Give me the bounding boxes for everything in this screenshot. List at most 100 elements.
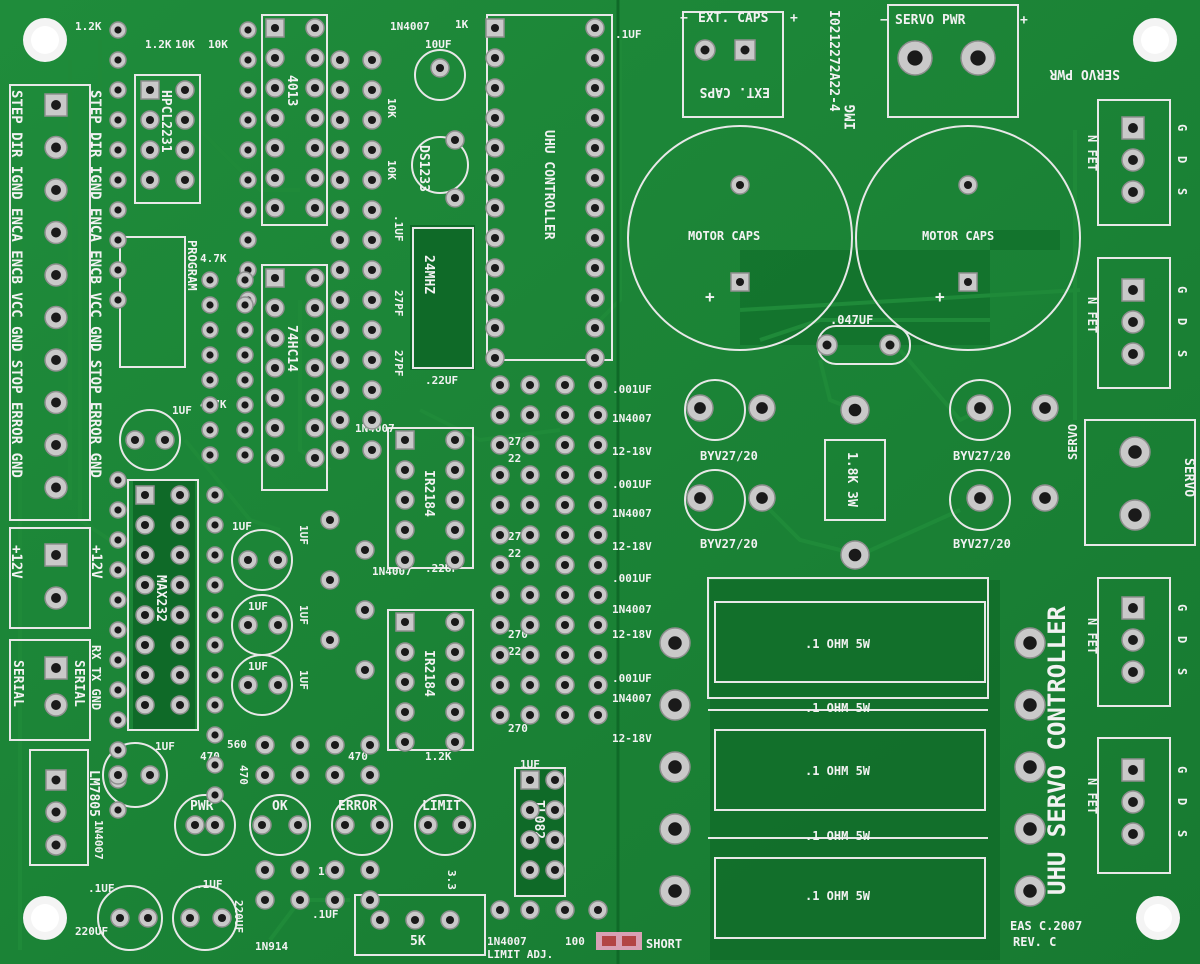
svg-text:3.3: 3.3 — [445, 870, 458, 890]
pad-hole — [206, 326, 214, 334]
svg-text:27PF: 27PF — [392, 350, 405, 377]
svg-text:22: 22 — [508, 547, 521, 560]
pad-hole — [490, 203, 500, 213]
pad-hole — [550, 835, 560, 845]
svg-text:4.7K: 4.7K — [200, 252, 227, 265]
pad-hole — [244, 146, 252, 154]
svg-text:HPCL2231: HPCL2231 — [158, 90, 173, 153]
svg-text:DS1233: DS1233 — [416, 145, 431, 192]
pad-hole — [490, 233, 500, 243]
svg-text:BYV27/20: BYV27/20 — [700, 449, 758, 463]
pad-hole — [113, 770, 123, 780]
svg-text:.001UF: .001UF — [612, 572, 652, 585]
pad-hole — [140, 580, 150, 590]
pad-hole — [140, 700, 150, 710]
svg-text:SERIAL: SERIAL — [10, 660, 25, 707]
svg-text:.1UF: .1UF — [615, 28, 642, 41]
pad-hole — [257, 820, 267, 830]
pad-hole — [1128, 123, 1138, 133]
pad-hole — [211, 701, 219, 709]
pad-hole — [550, 805, 560, 815]
pad-hole — [400, 555, 410, 565]
pad-hole — [970, 50, 986, 66]
pad-hole — [400, 435, 410, 445]
fet-pin-label: G — [1175, 124, 1189, 131]
pad-hole — [211, 611, 219, 619]
pad-hole — [367, 115, 377, 125]
pad-hole — [140, 670, 150, 680]
copper-regions — [133, 225, 1060, 960]
ic-ir2184-b: IR2184 — [387, 609, 474, 751]
pad-hole — [450, 555, 460, 565]
board-credit: EAS C.2007 — [1010, 919, 1082, 933]
pad-hole — [175, 580, 185, 590]
pad-hole — [145, 175, 155, 185]
pad-hole — [115, 913, 125, 923]
motor-caps-label-a: MOTOR CAPS — [688, 229, 760, 243]
pad-hole — [335, 325, 345, 335]
led-pwr-label: PWR — [190, 799, 214, 814]
pad-hole — [175, 520, 185, 530]
pad-hole — [140, 640, 150, 650]
motor-caps-label-b: MOTOR CAPS — [922, 229, 994, 243]
pad-hole — [260, 740, 270, 750]
pad-hole — [590, 23, 600, 33]
svg-text:22: 22 — [508, 645, 521, 658]
svg-text:−: − — [880, 13, 888, 28]
pad-hole — [175, 550, 185, 560]
svg-text:1N4007: 1N4007 — [92, 820, 105, 860]
pad-hole — [114, 656, 122, 664]
pad-hole — [51, 440, 61, 450]
svg-text:RX TX GND: RX TX GND — [89, 645, 103, 710]
svg-text:SHORT: SHORT — [646, 937, 682, 951]
pad-hole — [1023, 636, 1037, 650]
pad-hole — [490, 353, 500, 363]
pad-hole — [335, 205, 345, 215]
pad-hole — [241, 401, 249, 409]
pad-hole — [400, 465, 410, 475]
pad-hole — [51, 807, 61, 817]
pad-hole — [244, 236, 252, 244]
fet-pin-label: D — [1175, 798, 1189, 805]
pad-hole — [1128, 765, 1138, 775]
pad-hole — [668, 822, 682, 836]
pad-hole — [241, 426, 249, 434]
pad-hole — [295, 865, 305, 875]
pad-hole — [400, 525, 410, 535]
pad-hole — [1023, 760, 1037, 774]
pad-hole — [260, 770, 270, 780]
ic-uhu-controller: UHU CONTROLLER — [486, 14, 613, 361]
pad-hole — [175, 700, 185, 710]
pad-hole — [1128, 285, 1138, 295]
crystal-24mhz: 24MHZ — [412, 227, 474, 369]
pad-hole — [211, 521, 219, 529]
mounting-holes — [23, 18, 1180, 940]
svg-text:1.2K: 1.2K — [425, 750, 452, 763]
svg-text:N FET: N FET — [1085, 778, 1099, 814]
pad-hole — [51, 185, 61, 195]
pad-hole — [375, 915, 385, 925]
pad-hole — [375, 820, 385, 830]
servo-pwr-connector: − SERVO PWR + SERVO PWR — [880, 4, 1120, 118]
pad-hole — [243, 620, 253, 630]
pad-hole — [525, 680, 535, 690]
pad-hole — [367, 145, 377, 155]
svg-text:SERIAL: SERIAL — [71, 660, 86, 707]
pad-hole — [450, 465, 460, 475]
pad-hole — [210, 820, 220, 830]
pad-hole — [270, 273, 280, 283]
pad-hole — [273, 620, 283, 630]
svg-text:12-18V: 12-18V — [612, 732, 652, 745]
pad-hole — [335, 355, 345, 365]
pad-hole — [51, 775, 61, 785]
svg-text:10K: 10K — [208, 38, 228, 51]
svg-text:12-18V: 12-18V — [612, 445, 652, 458]
pad-hole — [367, 295, 377, 305]
pad-hole — [51, 270, 61, 280]
pad-hole — [1128, 155, 1138, 165]
pad-hole — [525, 590, 535, 600]
pad-hole — [114, 686, 122, 694]
left-header-labels: STEP DIR IGND ENCA ENCB VCC GND STOP ERR… — [8, 90, 24, 478]
pad-hole — [335, 115, 345, 125]
pad-hole — [367, 265, 377, 275]
